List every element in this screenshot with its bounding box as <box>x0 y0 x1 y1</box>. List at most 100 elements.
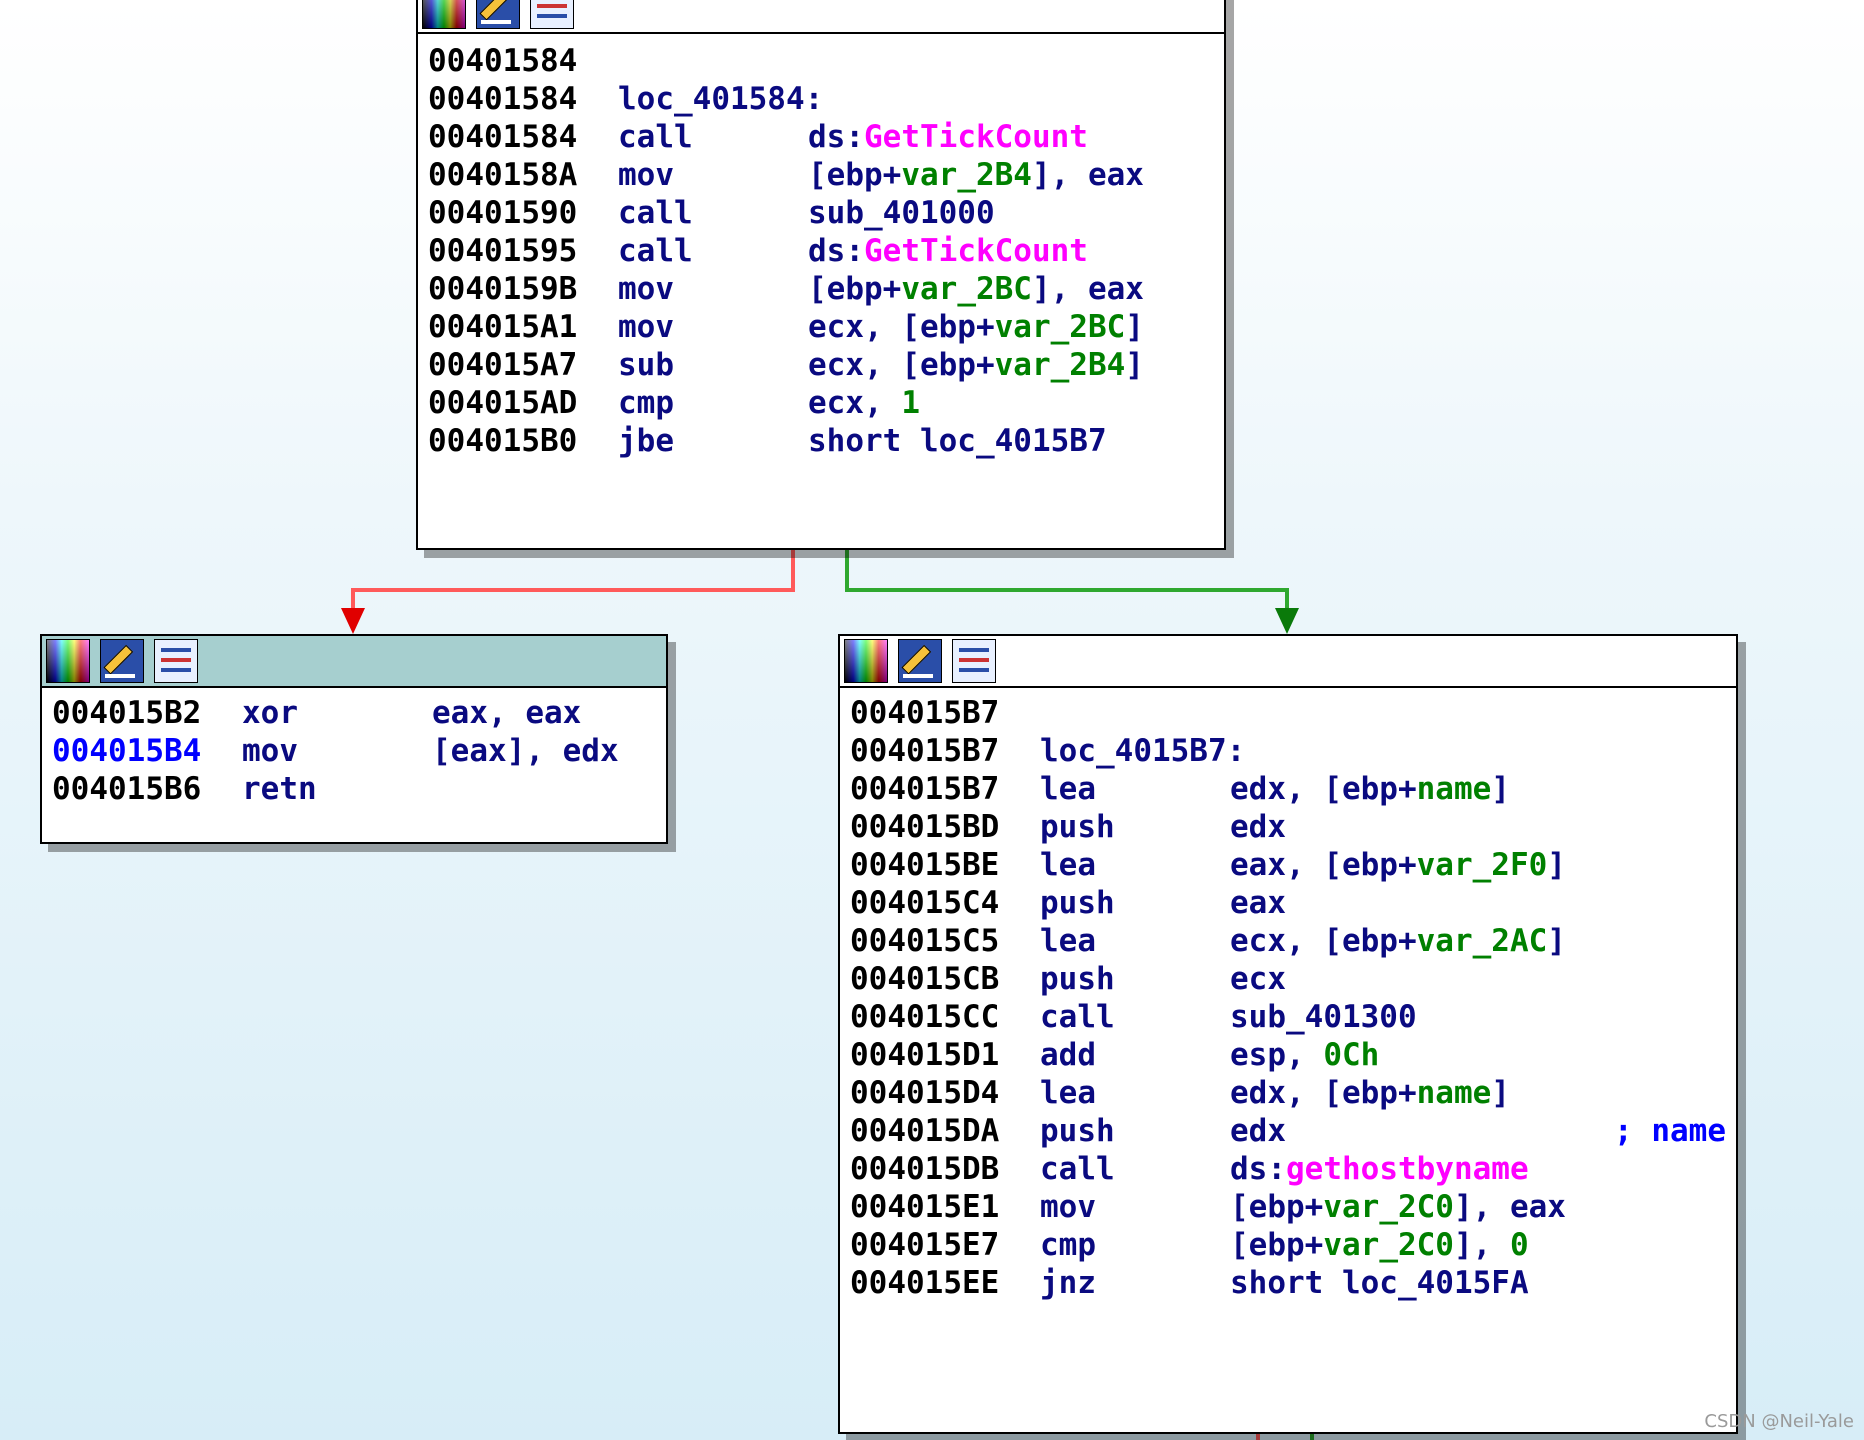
mnemonic: push <box>1040 885 1115 921</box>
import-name: gethostbyname <box>1286 1151 1529 1187</box>
immediate-value: 1 <box>901 385 920 421</box>
color-picker-icon[interactable] <box>844 639 888 683</box>
address: 004015EE <box>850 1265 1000 1301</box>
operand-text: sub_401300 <box>1230 999 1417 1035</box>
operands: edx <box>1230 1112 1286 1150</box>
operand-text: ], eax <box>1031 271 1144 307</box>
operand-text: edx <box>1230 1113 1286 1149</box>
operands: ecx, 1 <box>808 384 920 422</box>
operand-text: ] <box>1491 1075 1510 1111</box>
address: 00401584 <box>428 81 578 117</box>
color-picker-icon[interactable] <box>422 0 466 29</box>
operand-text: [ebp+ <box>1230 1189 1324 1225</box>
edit-pencil-icon[interactable] <box>898 639 942 683</box>
variable-name: var_2C0 <box>1323 1189 1454 1225</box>
graph-view-icon[interactable] <box>530 0 574 29</box>
graph-view-icon[interactable] <box>154 639 198 683</box>
operands: sub_401300 <box>1230 998 1417 1036</box>
mnemonic: push <box>1040 809 1115 845</box>
operands: [ebp+var_2BC], eax <box>808 270 1144 308</box>
instruction-line[interactable]: 00401584 <box>418 42 1224 80</box>
operand-text: ecx, [ebp+ <box>1230 923 1417 959</box>
edit-pencil-icon[interactable] <box>100 639 144 683</box>
block-header <box>42 636 666 688</box>
operand-text: ], <box>1453 1227 1510 1263</box>
address: 004015B2 <box>52 695 202 731</box>
operands: ds:gethostbyname <box>1230 1150 1529 1188</box>
operand-text: ds: <box>1230 1151 1286 1187</box>
operands: [ebp+var_2C0], eax <box>1230 1188 1566 1226</box>
mnemonic: push <box>1040 961 1115 997</box>
address: 004015B4 <box>52 733 202 769</box>
operands: ds:GetTickCount <box>808 232 1088 270</box>
import-name: GetTickCount <box>864 119 1088 155</box>
mnemonic: mov <box>618 157 674 193</box>
operand-text: short loc_4015B7 <box>808 423 1107 459</box>
operands: eax <box>1230 884 1286 922</box>
address: 0040158A <box>428 157 578 193</box>
block-header <box>840 636 1736 688</box>
import-name: GetTickCount <box>864 233 1088 269</box>
operand-text: ecx, [ebp+ <box>808 309 995 345</box>
variable-name: var_2B4 <box>901 157 1032 193</box>
variable-name: var_2AC <box>1416 923 1548 959</box>
mnemonic: mov <box>1040 1189 1096 1225</box>
address: 004015DB <box>850 1151 1000 1187</box>
address: 004015B7 <box>850 771 1000 807</box>
operand-text: ] <box>1125 347 1144 383</box>
color-picker-icon[interactable] <box>46 639 90 683</box>
mnemonic: call <box>618 195 693 231</box>
edit-pencil-icon[interactable] <box>476 0 520 29</box>
operand-text: eax, [ebp+ <box>1230 847 1417 883</box>
address: 004015DA <box>850 1113 1000 1149</box>
instruction-line[interactable]: 004015B7 <box>840 694 1736 732</box>
operands: [eax], edx <box>432 732 619 770</box>
variable-name: var_2B4 <box>994 347 1126 383</box>
address: 004015C5 <box>850 923 1000 959</box>
immediate-value: 0Ch <box>1323 1037 1380 1073</box>
address: 004015AD <box>428 385 578 421</box>
operand-text: esp, <box>1230 1037 1324 1073</box>
operand-text: ] <box>1491 771 1510 807</box>
variable-name: name <box>1416 771 1492 807</box>
operands: edx <box>1230 808 1286 846</box>
operands: edx, [ebp+name] <box>1230 770 1510 808</box>
operands: ecx, [ebp+var_2AC] <box>1230 922 1566 960</box>
operand-text: ds: <box>808 119 864 155</box>
operand-text: ecx <box>1230 961 1286 997</box>
graph-view-icon[interactable] <box>952 639 996 683</box>
operand-text: ] <box>1125 309 1144 345</box>
